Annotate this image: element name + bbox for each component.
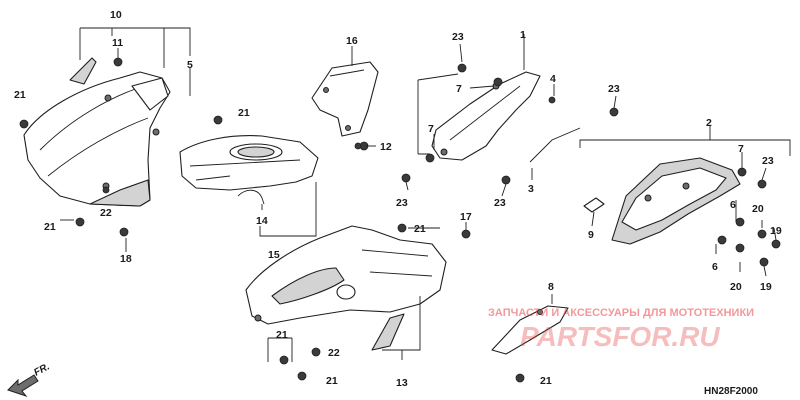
label-part-9: 9 xyxy=(588,229,594,241)
label-part-7-a: 7 xyxy=(456,83,462,95)
label-part-21-g: 21 xyxy=(540,375,552,387)
front-direction-arrow: FR. xyxy=(7,361,52,398)
leader-lines xyxy=(60,27,791,362)
label-part-21-e: 21 xyxy=(276,329,288,341)
label-part-4: 4 xyxy=(550,73,556,85)
label-part-20-a: 20 xyxy=(752,203,764,215)
label-part-23-c: 23 xyxy=(762,155,774,167)
label-part-22-b: 22 xyxy=(328,347,340,359)
label-part-16: 16 xyxy=(346,35,358,47)
side-grill-part xyxy=(371,313,405,351)
label-part-8: 8 xyxy=(548,281,554,293)
front-label: FR. xyxy=(32,361,51,378)
label-part-1: 1 xyxy=(520,29,526,41)
lower-cover-part xyxy=(245,225,447,325)
label-part-23-d: 23 xyxy=(396,197,408,209)
label-part-21-d: 21 xyxy=(414,223,426,235)
label-part-21-a: 21 xyxy=(14,89,26,101)
label-part-22-a: 22 xyxy=(100,207,112,219)
label-part-5: 5 xyxy=(187,59,193,71)
tag-9-part xyxy=(583,197,605,213)
label-part-7-b: 7 xyxy=(428,123,434,135)
right-side-cover-part xyxy=(611,157,741,245)
label-part-23-e: 23 xyxy=(494,197,506,209)
label-part-3: 3 xyxy=(528,183,534,195)
watermark: ЗАПЧАСТИ И АКСЕССУАРЫ ДЛЯ МОТОТЕХНИКИ PA… xyxy=(488,307,754,352)
diagram-code: HN28F2000 xyxy=(704,386,758,397)
label-part-20-b: 20 xyxy=(730,281,742,293)
label-part-14: 14 xyxy=(256,215,268,227)
label-part-19-a: 19 xyxy=(770,225,782,237)
fasteners xyxy=(19,57,781,383)
wire-14-part xyxy=(237,189,265,205)
tank-shroud-part xyxy=(179,135,319,191)
bracket-1-part xyxy=(431,71,541,161)
label-part-23-a: 23 xyxy=(452,31,464,43)
label-part-15: 15 xyxy=(268,249,280,261)
label-part-21-f: 21 xyxy=(326,375,338,387)
label-part-2: 2 xyxy=(706,117,712,129)
label-part-21-c: 21 xyxy=(44,221,56,233)
part-labels: 10 11 5 21 21 21 22 18 16 12 14 15 17 21… xyxy=(14,9,782,389)
label-part-6-a: 6 xyxy=(730,199,736,211)
label-part-18: 18 xyxy=(120,253,132,265)
label-part-23-b: 23 xyxy=(608,83,620,95)
label-part-21-b: 21 xyxy=(238,107,250,119)
label-part-19-b: 19 xyxy=(760,281,772,293)
left-side-cover-part xyxy=(23,71,171,207)
watermark-tagline: ЗАПЧАСТИ И АКСЕССУАРЫ ДЛЯ МОТОТЕХНИКИ xyxy=(488,307,754,319)
label-part-10: 10 xyxy=(110,9,122,21)
bracket-16-part xyxy=(311,61,379,137)
label-part-13: 13 xyxy=(396,377,408,389)
label-part-7-c: 7 xyxy=(738,143,744,155)
watermark-logo: PARTSFOR.RU xyxy=(520,321,720,352)
rod-3-part xyxy=(529,127,581,163)
decal-part xyxy=(69,57,97,85)
label-part-11: 11 xyxy=(112,37,123,49)
label-part-12: 12 xyxy=(380,141,392,153)
label-part-6-b: 6 xyxy=(712,261,718,273)
cover-8-part xyxy=(491,305,569,355)
label-part-17: 17 xyxy=(460,211,472,223)
